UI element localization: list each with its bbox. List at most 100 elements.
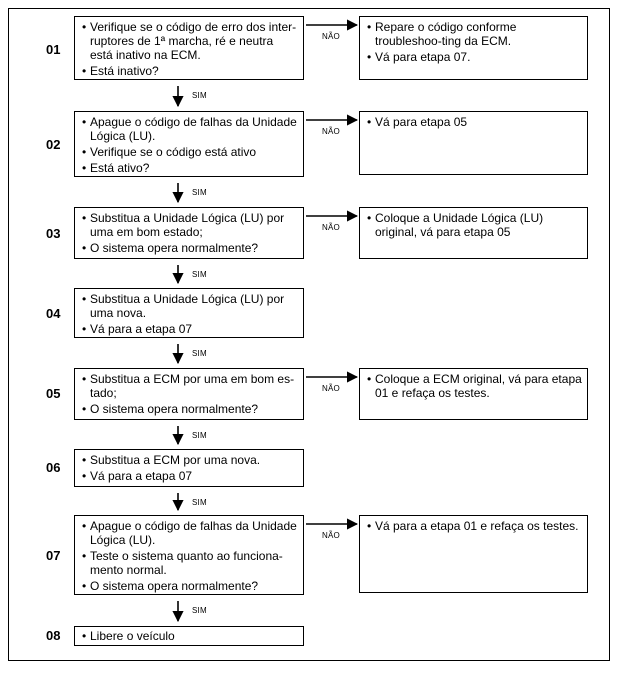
- bullet-item: •Apague o código de falhas da Unidade Ló…: [82, 519, 298, 547]
- yes-label: SIM: [192, 91, 207, 100]
- bullet-text: Vá para a etapa 07: [90, 469, 193, 483]
- bullet-item: •Substitua a Unidade Lógica (LU) por uma…: [82, 211, 298, 239]
- bullet-item: •O sistema opera normalmente?: [82, 402, 298, 416]
- bullet-item: •O sistema opera normalmente?: [82, 241, 298, 255]
- bullet-text: Está inativo?: [90, 64, 159, 78]
- no-branch-box: •Repare o código conforme troubleshoo-ti…: [359, 16, 588, 80]
- bullet-text: Vá para a etapa 01 e refaça os testes.: [375, 519, 579, 533]
- bullet-text: Coloque a ECM original, vá para etapa 01…: [375, 372, 582, 400]
- step-number: 07: [46, 548, 61, 563]
- bullet-mark: •: [367, 115, 372, 129]
- step-box: •Substitua a ECM por uma nova. •Vá para a…: [74, 449, 304, 487]
- bullet-text: O sistema opera normalmente?: [90, 579, 259, 593]
- yes-label: SIM: [192, 349, 207, 358]
- bullet-item: •Verifique se o código de erro dos inter…: [82, 20, 298, 62]
- bullet-mark: •: [82, 64, 87, 78]
- step-number: 06: [46, 460, 61, 475]
- no-label: NÃO: [322, 223, 340, 232]
- step-number: 03: [46, 226, 61, 241]
- bullet-item: •Vá para a etapa 07: [82, 469, 298, 483]
- bullet-item: •Coloque a ECM original, vá para etapa 0…: [367, 372, 582, 400]
- no-branch-box: •Vá para etapa 05: [359, 111, 588, 175]
- yes-label: SIM: [192, 270, 207, 279]
- no-branch-box: •Coloque a ECM original, vá para etapa 0…: [359, 368, 588, 420]
- bullet-item: •Está ativo?: [82, 161, 298, 175]
- no-label: NÃO: [322, 32, 340, 41]
- bullet-mark: •: [367, 50, 372, 64]
- diagram-frame: [8, 8, 610, 661]
- bullet-mark: •: [367, 20, 372, 34]
- step-number: 02: [46, 137, 61, 152]
- no-label: NÃO: [322, 384, 340, 393]
- bullet-text: Apague o código de falhas da Unidade Lóg…: [90, 115, 297, 143]
- bullet-text: Repare o código conforme troubleshoo-tin…: [375, 20, 517, 48]
- no-branch-box: •Coloque a Unidade Lógica (LU) original,…: [359, 207, 588, 259]
- bullet-item: •Coloque a Unidade Lógica (LU) original,…: [367, 211, 582, 239]
- bullet-text: O sistema opera normalmente?: [90, 241, 259, 255]
- bullet-mark: •: [82, 629, 87, 643]
- yes-label: SIM: [192, 431, 207, 440]
- bullet-item: •Substitua a ECM por uma em bom es-tado;: [82, 372, 298, 400]
- bullet-text: Está ativo?: [90, 161, 150, 175]
- bullet-mark: •: [82, 241, 87, 255]
- bullet-mark: •: [82, 145, 87, 159]
- bullet-item: •Substitua a Unidade Lógica (LU) por uma…: [82, 292, 298, 320]
- bullet-item: •Está inativo?: [82, 64, 298, 78]
- bullet-item: •Vá para etapa 07.: [367, 50, 582, 64]
- step-box: •Apague o código de falhas da Unidade Ló…: [74, 515, 304, 595]
- step-number: 04: [46, 306, 61, 321]
- bullet-mark: •: [367, 372, 372, 386]
- step-number: 05: [46, 386, 61, 401]
- bullet-text: Substitua a Unidade Lógica (LU) por uma …: [90, 292, 285, 320]
- step-number: 01: [46, 42, 61, 57]
- step-box: •Substitua a Unidade Lógica (LU) por uma…: [74, 288, 304, 338]
- no-label: NÃO: [322, 531, 340, 540]
- step-box: •Verifique se o código de erro dos inter…: [74, 16, 304, 80]
- bullet-text: Apague o código de falhas da Unidade Lóg…: [90, 519, 297, 547]
- bullet-item: •Substitua a ECM por uma nova.: [82, 453, 298, 467]
- bullet-text: Libere o veículo: [90, 629, 175, 643]
- bullet-mark: •: [82, 115, 87, 129]
- bullet-mark: •: [82, 211, 87, 225]
- bullet-mark: •: [82, 469, 87, 483]
- bullet-text: Substitua a ECM por uma nova.: [90, 453, 261, 467]
- yes-label: SIM: [192, 498, 207, 507]
- bullet-item: •Libere o veículo: [82, 629, 298, 643]
- bullet-mark: •: [367, 211, 372, 225]
- step-box: •Substitua a ECM por uma em bom es-tado;…: [74, 368, 304, 420]
- step-number: 08: [46, 628, 61, 643]
- bullet-mark: •: [82, 579, 87, 593]
- yes-label: SIM: [192, 188, 207, 197]
- bullet-mark: •: [367, 519, 372, 533]
- bullet-text: Substitua a Unidade Lógica (LU) por uma …: [90, 211, 285, 239]
- bullet-item: •Verifique se o código está ativo: [82, 145, 298, 159]
- bullet-item: •Repare o código conforme troubleshoo-ti…: [367, 20, 582, 48]
- step-box: •Libere o veículo: [74, 626, 304, 646]
- bullet-item: •O sistema opera normalmente?: [82, 579, 298, 593]
- bullet-item: •Vá para etapa 05: [367, 115, 582, 129]
- bullet-mark: •: [82, 20, 87, 34]
- bullet-mark: •: [82, 549, 87, 563]
- bullet-text: Verifique se o código de erro dos inter-…: [90, 20, 297, 62]
- bullet-mark: •: [82, 402, 87, 416]
- bullet-mark: •: [82, 292, 87, 306]
- no-label: NÃO: [322, 127, 340, 136]
- bullet-item: •Teste o sistema quanto ao funciona-ment…: [82, 549, 298, 577]
- no-branch-box: •Vá para a etapa 01 e refaça os testes.: [359, 515, 588, 593]
- bullet-text: Teste o sistema quanto ao funciona-mento…: [90, 549, 283, 577]
- bullet-text: Vá para etapa 05: [375, 115, 468, 129]
- yes-label: SIM: [192, 606, 207, 615]
- bullet-mark: •: [82, 161, 87, 175]
- bullet-item: •Vá para a etapa 01 e refaça os testes.: [367, 519, 582, 533]
- bullet-mark: •: [82, 519, 87, 533]
- bullet-text: Substitua a ECM por uma em bom es-tado;: [90, 372, 295, 400]
- bullet-text: Vá para a etapa 07: [90, 322, 193, 336]
- bullet-mark: •: [82, 372, 87, 386]
- bullet-item: •Vá para a etapa 07: [82, 322, 298, 336]
- bullet-text: Verifique se o código está ativo: [90, 145, 257, 159]
- bullet-item: •Apague o código de falhas da Unidade Ló…: [82, 115, 298, 143]
- bullet-text: Coloque a Unidade Lógica (LU) original, …: [375, 211, 544, 239]
- step-box: •Apague o código de falhas da Unidade Ló…: [74, 111, 304, 177]
- bullet-text: Vá para etapa 07.: [375, 50, 471, 64]
